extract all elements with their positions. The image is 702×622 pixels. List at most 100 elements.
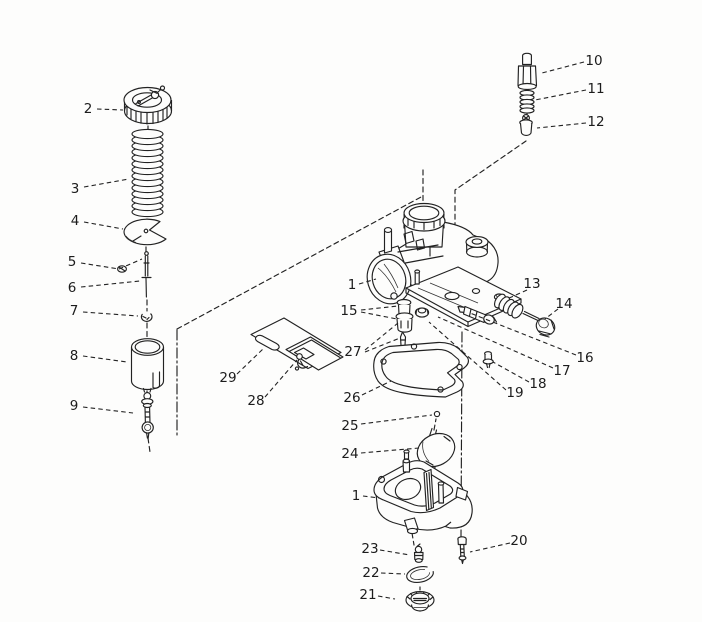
leader-line bbox=[544, 308, 559, 320]
callout-number: 7 bbox=[70, 303, 79, 319]
callout-4-2: 4 bbox=[71, 213, 124, 230]
leader-line bbox=[358, 278, 377, 285]
callout-number: 3 bbox=[71, 181, 80, 197]
callout-number: 29 bbox=[219, 370, 236, 386]
leader-line bbox=[361, 380, 392, 396]
leader-line bbox=[360, 305, 399, 311]
leader-line bbox=[380, 572, 406, 575]
part-pilot-jet bbox=[482, 351, 494, 369]
callout-7-5: 7 bbox=[70, 303, 139, 319]
callout-12-10: 12 bbox=[536, 114, 605, 130]
callout-number: 20 bbox=[510, 533, 527, 549]
callout-number: 19 bbox=[506, 385, 523, 401]
leader-line bbox=[536, 122, 587, 129]
part-spring-seat bbox=[123, 218, 167, 246]
callout-number: 21 bbox=[359, 587, 376, 603]
callout-number: 28 bbox=[247, 393, 264, 409]
part-float-valve bbox=[413, 543, 424, 563]
callout-number: 15 bbox=[340, 303, 357, 319]
callout-23-27: 23 bbox=[361, 541, 411, 557]
part-carburetor-body bbox=[366, 202, 522, 328]
callout-14-21: 14 bbox=[544, 296, 573, 320]
leader-line bbox=[80, 262, 120, 270]
part-small-spring bbox=[519, 89, 535, 114]
part-e-clip bbox=[140, 313, 153, 322]
callout-20-26: 20 bbox=[469, 533, 528, 553]
part-drain-plug bbox=[405, 586, 435, 612]
leader-line bbox=[264, 359, 298, 398]
part-cap bbox=[123, 85, 173, 125]
callout-9-7: 9 bbox=[70, 398, 134, 414]
leader-line bbox=[379, 549, 411, 556]
callout-29-14: 29 bbox=[219, 348, 264, 386]
callout-21-29: 21 bbox=[359, 587, 396, 603]
leader-line bbox=[96, 108, 124, 111]
callout-1-11: 1 bbox=[348, 277, 377, 293]
leader-line bbox=[82, 406, 134, 414]
callout-16-22: 16 bbox=[469, 312, 594, 366]
callout-26-16: 26 bbox=[343, 380, 392, 406]
callout-number: 17 bbox=[553, 363, 570, 379]
callout-1-19: 1 bbox=[352, 488, 380, 504]
callout-number: 1 bbox=[348, 277, 357, 293]
leader-line bbox=[118, 258, 143, 270]
part-valve-seat-nut bbox=[414, 307, 430, 318]
callout-number: 6 bbox=[68, 280, 77, 296]
callout-2-0: 2 bbox=[84, 101, 124, 117]
part-o-ring bbox=[406, 565, 434, 584]
callout-number: 2 bbox=[84, 101, 93, 117]
callout-number: 12 bbox=[587, 114, 604, 130]
part-plate-lever bbox=[285, 336, 344, 371]
leader-line bbox=[83, 221, 124, 230]
callout-number: 9 bbox=[70, 398, 79, 414]
leader-line bbox=[469, 312, 577, 356]
callout-28-15: 28 bbox=[247, 359, 298, 409]
part-bowl-screw bbox=[457, 536, 467, 565]
part-needle-jet-stack bbox=[395, 298, 414, 333]
leader-line bbox=[469, 542, 511, 553]
part-bowl-gasket bbox=[373, 341, 469, 398]
callout-13-20: 13 bbox=[506, 276, 541, 300]
part-needle-valve bbox=[457, 305, 498, 325]
callout-11-9: 11 bbox=[534, 81, 605, 101]
callout-number: 11 bbox=[587, 81, 604, 97]
callout-number: 14 bbox=[555, 296, 572, 312]
part-needle-jet-holder bbox=[141, 387, 154, 439]
part-idle-spring bbox=[493, 293, 524, 319]
part-float bbox=[416, 427, 456, 468]
part-throttle-spring bbox=[131, 128, 164, 218]
leader-line bbox=[377, 595, 396, 600]
callout-number: 25 bbox=[341, 418, 358, 434]
part-clip bbox=[117, 265, 127, 273]
callout-17-23: 17 bbox=[437, 316, 571, 379]
leader-line bbox=[82, 355, 128, 363]
callout-18-24: 18 bbox=[492, 361, 547, 392]
callout-number: 22 bbox=[362, 565, 379, 581]
callout-number: 23 bbox=[361, 541, 378, 557]
callout-5-3: 5 bbox=[68, 254, 143, 270]
callout-number: 8 bbox=[70, 348, 79, 364]
part-inlet-plug bbox=[519, 114, 533, 136]
callout-number: 16 bbox=[576, 350, 593, 366]
callout-8-6: 8 bbox=[70, 348, 128, 364]
callout-number: 13 bbox=[523, 276, 540, 292]
callout-number: 4 bbox=[71, 213, 80, 229]
leader-line bbox=[506, 289, 528, 300]
callout-25-17: 25 bbox=[341, 414, 433, 434]
callout-24-18: 24 bbox=[341, 446, 420, 462]
callout-number: 1 bbox=[352, 488, 361, 504]
callout-22-28: 22 bbox=[362, 565, 406, 581]
part-throttle-slide bbox=[130, 338, 165, 391]
part-float-bowl bbox=[373, 449, 473, 535]
leader-line bbox=[360, 414, 433, 425]
callout-27-13: 27 bbox=[344, 322, 401, 360]
callout-10-8: 10 bbox=[541, 53, 603, 74]
leader-line bbox=[82, 311, 139, 317]
leader-line bbox=[437, 316, 554, 369]
callout-19-25: 19 bbox=[428, 321, 524, 401]
part-pin bbox=[433, 410, 441, 418]
leader-line bbox=[428, 321, 507, 391]
part-fitting bbox=[517, 52, 538, 91]
